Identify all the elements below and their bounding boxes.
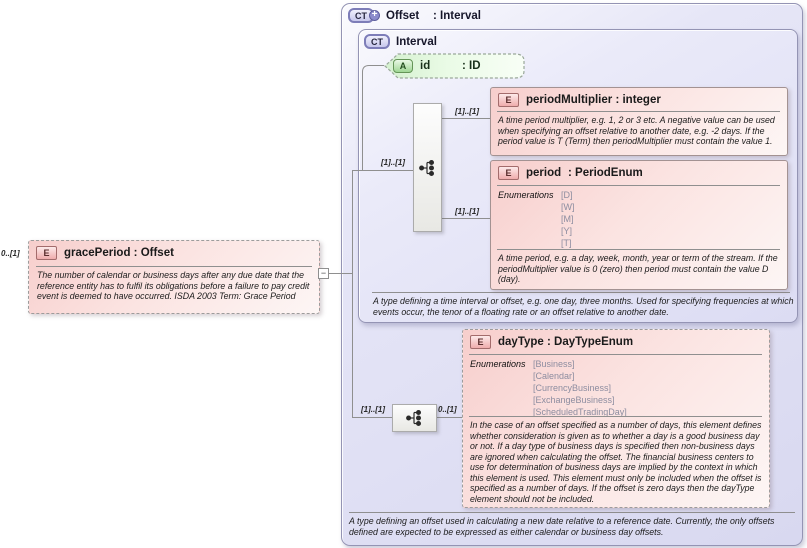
collapse-toggle-icon[interactable]: − (318, 268, 329, 279)
element-periodmultiplier[interactable]: E periodMultiplier : integer A time peri… (490, 87, 788, 156)
offset-footer-separator (349, 512, 795, 513)
graceperiod-name: gracePeriod (64, 247, 134, 259)
sequence-icon (405, 410, 421, 427)
separator (497, 111, 780, 112)
separator (469, 416, 762, 417)
enum-value: [T] (561, 238, 572, 248)
sequence-connector[interactable] (392, 404, 437, 432)
attribute-id[interactable]: A id : ID (384, 53, 525, 79)
id-name: id (420, 60, 431, 72)
element-icon: E (498, 166, 519, 180)
separator (497, 185, 780, 186)
graceperiod-type: : Offset (133, 247, 174, 259)
periodmultiplier-type: : integer (615, 94, 661, 106)
sequence-connector[interactable] (413, 103, 442, 232)
interval-name: Interval (396, 35, 437, 48)
interval-annotation: A type defining a time interval or offse… (373, 296, 794, 317)
enum-value: [ExchangeBusiness] (533, 395, 615, 405)
offset-name: Offset (386, 9, 420, 22)
attribute-shape (384, 53, 525, 79)
element-graceperiod[interactable]: E gracePeriod : Offset The number of cal… (28, 240, 320, 314)
element-icon: E (470, 335, 491, 349)
element-daytype[interactable]: E dayType : DayTypeEnum Enumerations [Bu… (462, 329, 770, 508)
graceperiod-annotation: The number of calendar or business days … (37, 270, 310, 301)
daytype-name: dayType (498, 336, 547, 348)
element-icon: E (498, 93, 519, 107)
enum-value: [Calendar] (533, 371, 575, 381)
enumeration-values: [D] [W] [M] [Y] [T] (561, 189, 575, 249)
separator (497, 249, 780, 250)
offset-type: : Interval (433, 9, 481, 22)
enum-value: [ScheduledTradingDay] (533, 407, 627, 417)
separator (469, 354, 762, 355)
separator (36, 266, 312, 267)
periodmultiplier-name: periodMultiplier (526, 94, 616, 106)
offset-header[interactable]: CT+ Offset : Interval (348, 8, 481, 23)
plus-icon[interactable]: + (369, 10, 380, 21)
period-type: : PeriodEnum (568, 167, 643, 179)
offset-annotation: A type defining an offset used in calcul… (349, 516, 775, 537)
complextype-icon: CT (364, 34, 390, 49)
enumerations-label: Enumerations (498, 190, 554, 200)
daytype-annotation: In the case of an offset specified as a … (470, 420, 762, 504)
daytype-type: : DayTypeEnum (547, 336, 634, 348)
enum-value: [W] (561, 202, 575, 212)
period-name: period (526, 167, 562, 179)
periodmultiplier-cardinality: [1]..[1] (455, 107, 479, 116)
graceperiod-cardinality: 0..[1] (1, 249, 20, 258)
element-icon: E (36, 246, 57, 260)
enumeration-values: [Business] [Calendar] [CurrencyBusiness]… (533, 358, 627, 418)
enum-value: [M] (561, 214, 574, 224)
periodmultiplier-annotation: A time period multiplier, e.g. 1, 2 or 3… (498, 115, 775, 146)
period-annotation: A time period, e.g. a day, week, month, … (498, 253, 778, 284)
id-type: : ID (462, 60, 481, 72)
sequence2-cardinality: [1]..[1] (361, 405, 385, 414)
element-period[interactable]: E period : PeriodEnum Enumerations [D] [… (490, 160, 788, 290)
interval-footer-separator (372, 292, 790, 293)
enumerations-label: Enumerations (470, 359, 526, 369)
interval-header[interactable]: CT Interval (364, 34, 437, 49)
enum-value: [D] (561, 190, 573, 200)
daytype-cardinality: 0..[1] (438, 405, 457, 414)
attribute-icon: A (393, 59, 413, 73)
sequence-icon (418, 159, 434, 176)
sequence1-cardinality: [1]..[1] (381, 158, 405, 167)
period-cardinality: [1]..[1] (455, 207, 479, 216)
enum-value: [Business] (533, 359, 575, 369)
enum-value: [Y] (561, 226, 573, 236)
enum-value: [CurrencyBusiness] (533, 383, 612, 393)
